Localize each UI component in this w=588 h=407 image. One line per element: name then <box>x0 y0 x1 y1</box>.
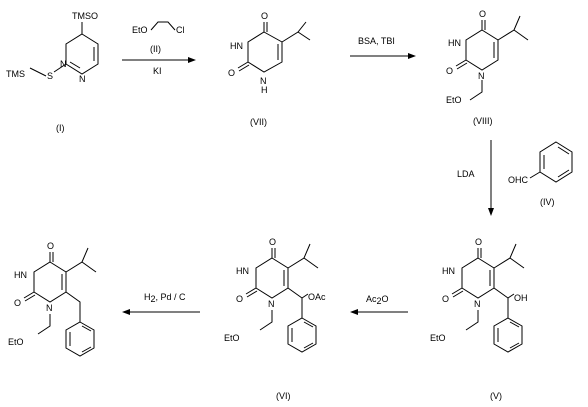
atom-o4: O <box>269 237 276 247</box>
compound-III: O HN O N EtO <box>8 241 97 357</box>
atom-o2: O <box>14 298 21 308</box>
atom-o2: O <box>236 294 243 304</box>
compound-II: EtO Cl (II) <box>132 21 185 54</box>
atom-hn3: HN <box>14 270 27 280</box>
atom-eto: EtO <box>224 333 240 343</box>
atom-n2: N <box>79 74 86 84</box>
label-IV: (IV) <box>540 197 555 207</box>
compound-VIII: O HN O N EtO (VIII) <box>446 9 529 126</box>
label-VII: (VII) <box>250 117 267 127</box>
atom-n1: N <box>478 71 485 81</box>
atom-o4: O <box>47 241 54 251</box>
atom-eto: EtO <box>446 95 462 105</box>
atom-o4: O <box>261 11 268 21</box>
label-V: (V) <box>490 391 502 401</box>
atom-s: S <box>47 71 53 81</box>
compound-IV: OHC (IV) <box>508 141 573 207</box>
label-VI: (VI) <box>276 391 291 401</box>
reagent-ki: KI <box>153 66 162 76</box>
atom-n1: N <box>46 303 53 313</box>
arrow-step-3: LDA <box>457 140 494 216</box>
atom-hn3: HN <box>448 38 461 48</box>
atom-hn3: HN <box>236 266 249 276</box>
atom-n1: N <box>260 76 267 86</box>
atom-eto: EtO <box>132 25 148 35</box>
atom-eto: EtO <box>8 337 24 347</box>
reagent-bsa-tbi: BSA, TBI <box>358 36 395 46</box>
atom-eto: EtO <box>430 333 446 343</box>
atom-o2: O <box>446 66 453 76</box>
arrow-step-2: BSA, TBI <box>350 36 416 59</box>
atom-hn3: HN <box>230 41 243 51</box>
label-II: (II) <box>150 44 161 54</box>
atom-tmso: TMSO <box>72 11 98 21</box>
atom-hn3: HN <box>442 266 455 276</box>
reagent-h2-pdc: H2, Pd / C <box>144 292 186 304</box>
atom-o2: O <box>228 68 235 78</box>
atom-o4: O <box>475 237 482 247</box>
arrow-step-1: KI <box>122 57 196 76</box>
atom-o4: O <box>479 9 486 19</box>
atom-oac: OAc <box>308 292 326 302</box>
arrow-step-5: H2, Pd / C <box>122 292 200 315</box>
reagent-lda: LDA <box>457 169 475 179</box>
atom-ohc: OHC <box>508 175 529 185</box>
arrow-step-4: Ac2O <box>350 294 408 315</box>
atom-tms: TMS <box>6 69 25 79</box>
atom-n1: N <box>268 299 275 309</box>
label-I: (I) <box>56 123 65 133</box>
compound-VII: O HN O N H (VII) <box>228 11 311 127</box>
compound-V: O HN O N OH EtO (V) <box>430 237 528 401</box>
atom-h: H <box>261 85 268 95</box>
label-VIII: (VIII) <box>473 116 493 126</box>
atom-n1: N <box>474 299 481 309</box>
atom-cl: Cl <box>176 25 185 35</box>
atom-oh: OH <box>514 293 528 303</box>
reagent-ac2o: Ac2O <box>366 294 389 306</box>
compound-VI: O HN O N OAc EtO (VI) <box>224 237 326 401</box>
atom-o2: O <box>442 294 449 304</box>
compound-I: TMSO N N S TMS (I) <box>6 11 99 133</box>
atom-n1: N <box>60 59 67 69</box>
